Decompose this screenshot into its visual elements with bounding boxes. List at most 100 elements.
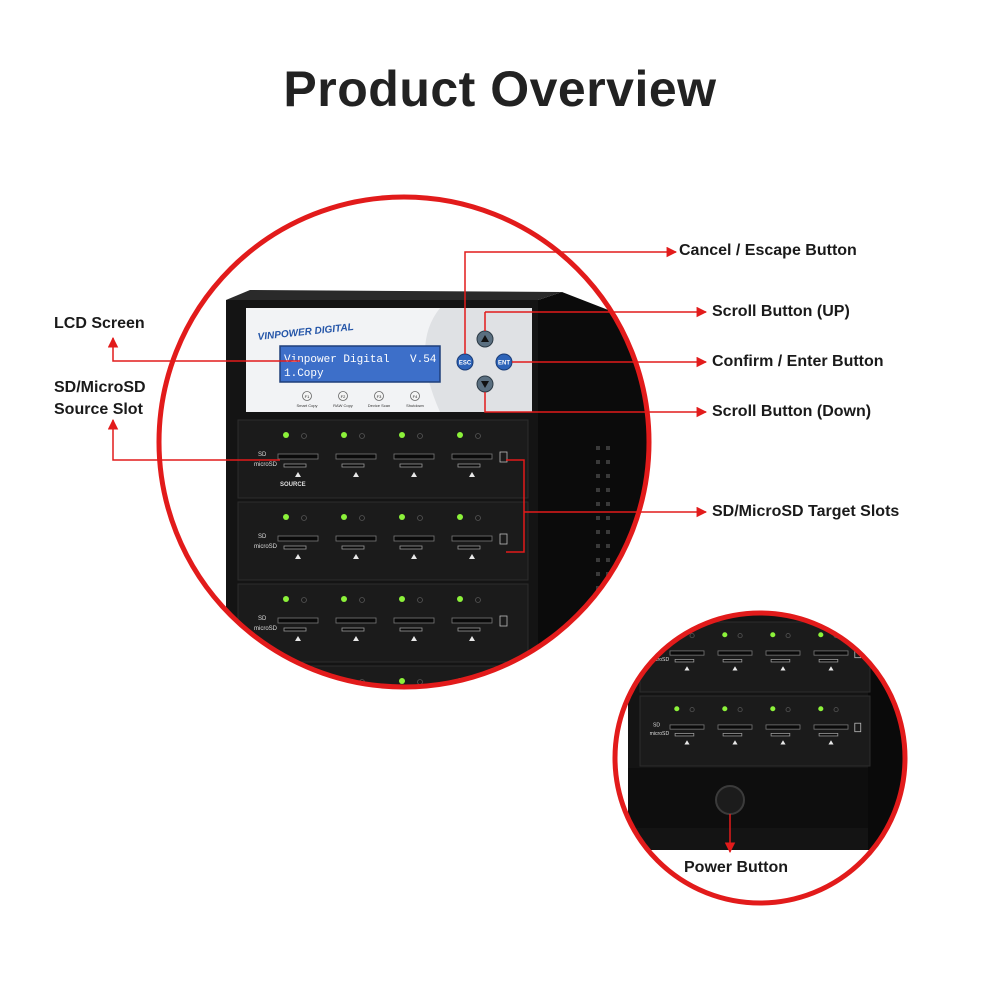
microsd-slot[interactable] — [770, 659, 791, 663]
lcd-version: V.54 — [410, 354, 437, 366]
insert-arrow-icon — [732, 666, 738, 671]
vent-hole — [596, 502, 600, 506]
microsd-slot[interactable] — [457, 545, 481, 550]
microsd-slot[interactable] — [399, 463, 423, 468]
microsd-slot[interactable] — [341, 463, 365, 468]
microsd-slot[interactable] — [341, 627, 365, 632]
fkey-2-button[interactable] — [338, 391, 348, 401]
microsd-slot[interactable] — [399, 627, 423, 632]
status-led — [399, 432, 405, 438]
slot-label-sd: SD — [258, 452, 267, 458]
vent-hole — [596, 600, 600, 604]
card-icon — [499, 533, 508, 545]
sd-slot[interactable] — [669, 650, 705, 656]
microsd-slot[interactable] — [457, 463, 481, 468]
insert-arrow-icon — [684, 666, 690, 671]
page-title: Product Overview — [283, 61, 717, 117]
label-lcd-screen: LCD Screen — [54, 315, 145, 332]
status-led — [283, 514, 289, 520]
insert-arrow-icon — [828, 740, 834, 745]
microsd-slot[interactable] — [722, 733, 743, 737]
microsd-slot[interactable] — [283, 545, 307, 550]
fkey-4-button[interactable] — [410, 391, 420, 401]
label-target-slots: SD/MicroSD Target Slots — [712, 503, 900, 520]
status-led — [399, 678, 405, 684]
status-led — [283, 432, 289, 438]
status-led — [341, 596, 347, 602]
insert-arrow-icon — [295, 718, 301, 723]
sd-slot[interactable] — [669, 724, 705, 730]
vent-hole — [606, 502, 610, 506]
fkey-1-button[interactable] — [302, 391, 312, 401]
fkey-4-label: Shutdown — [406, 403, 424, 408]
power-button[interactable] — [715, 785, 745, 815]
sd-slot[interactable] — [393, 535, 435, 542]
microsd-slot[interactable] — [341, 545, 365, 550]
sd-slot[interactable] — [335, 617, 377, 624]
microsd-slot[interactable] — [283, 463, 307, 468]
sd-slot[interactable] — [452, 700, 492, 705]
status-led — [770, 632, 776, 638]
fkey-4-key: F4 — [413, 394, 418, 399]
microsd-slot[interactable] — [674, 733, 695, 737]
slot-label-sd: SD — [258, 616, 267, 622]
sd-slot[interactable] — [277, 453, 319, 460]
reset-pin-icon — [301, 679, 307, 685]
microsd-slot[interactable] — [458, 710, 480, 713]
sd-slot[interactable] — [393, 617, 435, 624]
sd-slot[interactable] — [765, 650, 801, 656]
sd-slot[interactable] — [765, 724, 801, 730]
microsd-slot[interactable] — [770, 733, 791, 737]
sd-slot[interactable] — [277, 617, 319, 624]
sd-slot[interactable] — [451, 453, 493, 460]
vent-hole — [596, 558, 600, 562]
microsd-slot[interactable] — [722, 659, 743, 663]
insert-arrow-icon — [684, 740, 690, 745]
status-led — [457, 514, 463, 520]
vent-hole — [606, 586, 610, 590]
lcd-screen — [279, 345, 441, 383]
microsd-slot[interactable] — [342, 710, 364, 713]
slot-label-microsd: microSD — [254, 544, 278, 550]
vent-hole — [596, 544, 600, 548]
reset-pin-icon — [475, 515, 481, 521]
microsd-slot[interactable] — [283, 627, 307, 632]
triangle-down-icon — [481, 381, 489, 388]
sd-slot[interactable] — [336, 700, 376, 705]
sd-slot[interactable] — [278, 700, 318, 705]
sd-slot[interactable] — [393, 453, 435, 460]
sd-slot[interactable] — [335, 453, 377, 460]
insert-arrow-icon — [353, 636, 359, 641]
vent-hole — [606, 558, 610, 562]
insert-arrow-icon — [353, 718, 359, 723]
microsd-slot[interactable] — [674, 659, 695, 663]
vent-hole — [606, 474, 610, 478]
zoom-circle-power — [612, 610, 908, 906]
microsd-slot[interactable] — [457, 627, 481, 632]
status-led — [283, 678, 289, 684]
sd-slot[interactable] — [335, 535, 377, 542]
microsd-slot[interactable] — [284, 710, 306, 713]
sd-slot[interactable] — [394, 700, 434, 705]
microsd-slot[interactable] — [818, 659, 839, 663]
sd-slot[interactable] — [451, 617, 493, 624]
sd-slot[interactable] — [717, 650, 753, 656]
microsd-slot[interactable] — [818, 733, 839, 737]
sd-slot[interactable] — [717, 724, 753, 730]
reset-pin-icon — [785, 707, 791, 713]
slot-label-sd: SD — [653, 723, 660, 729]
sd-slot[interactable] — [451, 535, 493, 542]
vent-hole — [606, 516, 610, 520]
fkey-3-button[interactable] — [374, 391, 384, 401]
sd-slot[interactable] — [813, 724, 849, 730]
sd-slot[interactable] — [277, 535, 319, 542]
status-led — [722, 632, 728, 638]
card-icon — [499, 615, 508, 627]
sd-slot[interactable] — [813, 650, 849, 656]
reset-pin-icon — [475, 433, 481, 439]
microsd-slot[interactable] — [399, 545, 423, 550]
card-icon — [499, 451, 508, 463]
insert-arrow-icon — [469, 554, 475, 559]
insert-arrow-icon — [780, 666, 786, 671]
microsd-slot[interactable] — [400, 710, 422, 713]
